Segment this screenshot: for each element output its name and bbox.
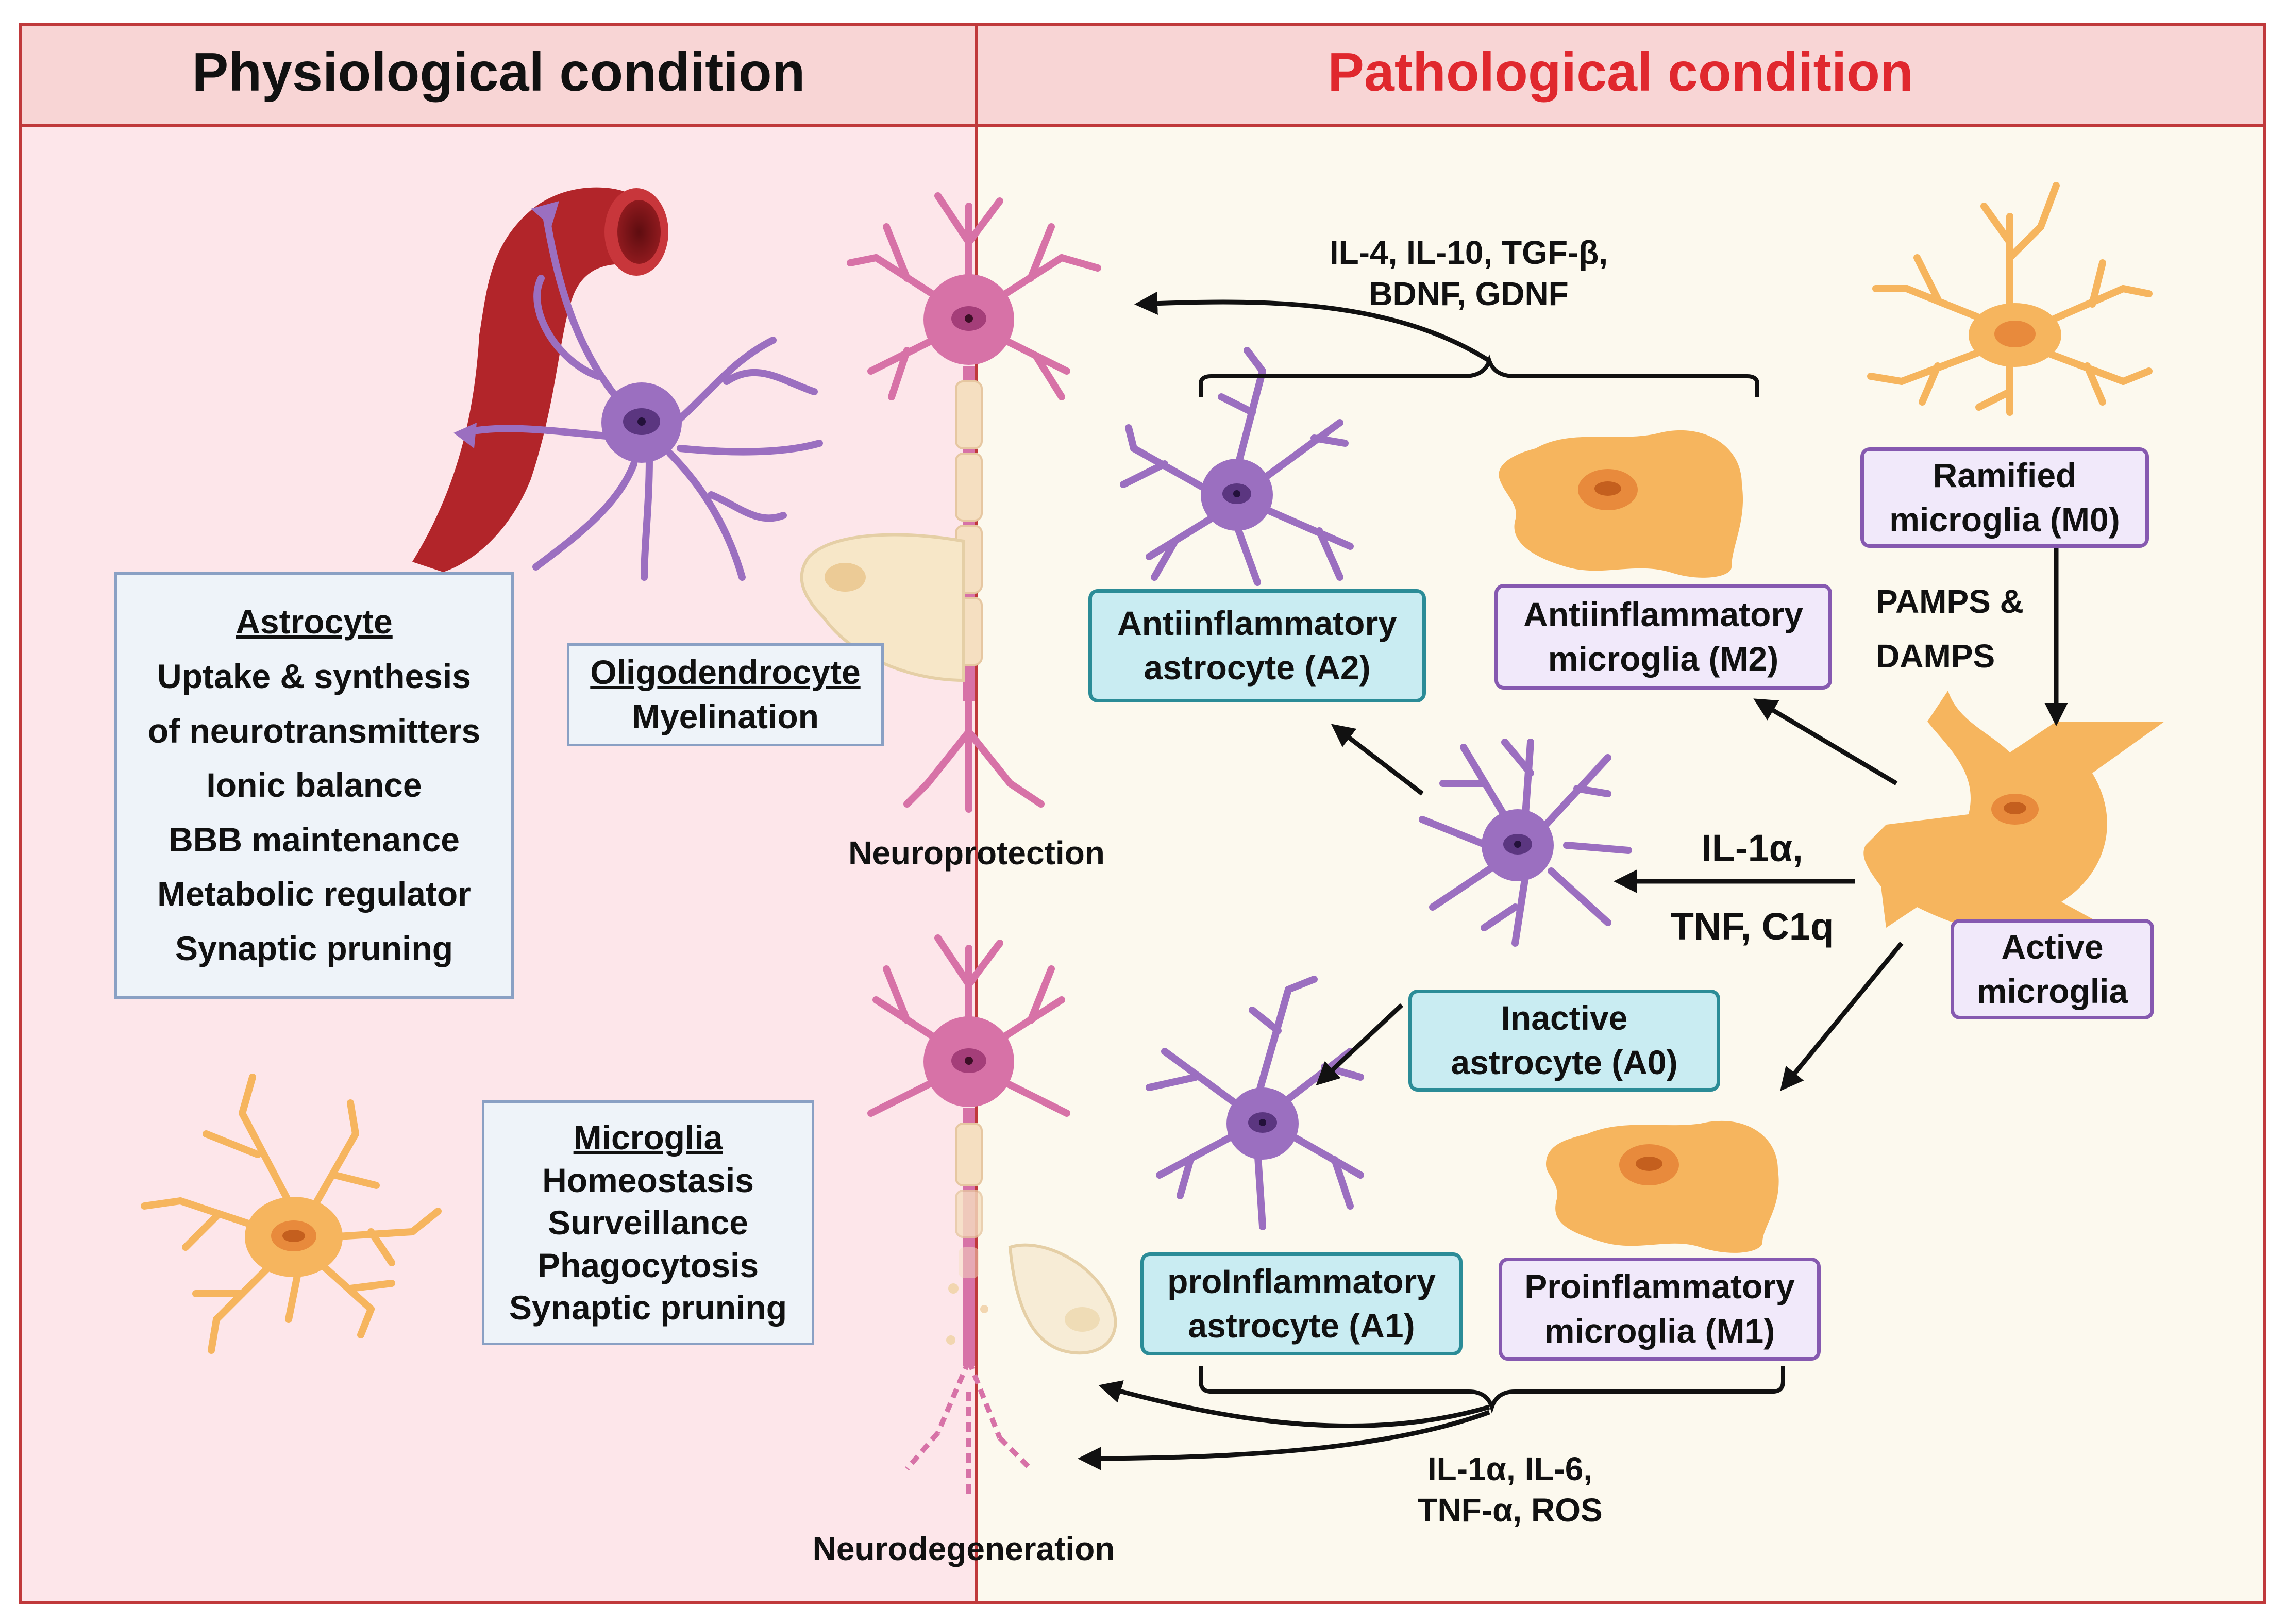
microglia-function-item: Synaptic pruning [509, 1288, 787, 1327]
m1-microglia-box: Proinflammatory microglia (M1) [1499, 1258, 1821, 1361]
pathological-header [975, 23, 2266, 127]
microglia-icon-ramified [1867, 182, 2153, 416]
microglia-icon-m1 [1546, 1120, 1779, 1253]
toxic-factors-line-2: TNF-α, ROS [1417, 1492, 1603, 1529]
a2-line-1: Antiinflammatory [1117, 604, 1397, 643]
active-microglia-box: Active microglia [1951, 919, 2154, 1019]
neuroprotection-label: Neuroprotection [848, 834, 1105, 872]
m1-line-1: Proinflammatory [1524, 1267, 1795, 1306]
a2-line-2: astrocyte (A2) [1144, 648, 1371, 687]
pathological-title: Pathological condition [1328, 41, 1913, 103]
a0-line-2: astrocyte (A0) [1451, 1043, 1678, 1081]
m1-line-2: microglia (M1) [1544, 1312, 1775, 1350]
oligodendrocyte-degenerating-icon [1008, 1243, 1117, 1355]
a2-astrocyte-box: Antiinflammatory astrocyte (A2) [1088, 589, 1426, 702]
protective-factors-line-1: IL-4, IL-10, TGF-β, [1329, 234, 1608, 271]
astrocyte-function-box: Astrocyte Uptake & synthesis of neurotra… [114, 572, 514, 999]
pamps-line-2: DAMPS [1876, 637, 1995, 675]
toxic-factors-label: IL-1α, IL-6, TNF-α, ROS [1360, 1448, 1659, 1531]
microglia-box-title: Microglia [573, 1118, 723, 1157]
protective-factors-line-2: BDNF, GDNF [1369, 275, 1569, 312]
microglia-icon-physiological [141, 1074, 442, 1354]
astrocyte-function-item: Uptake & synthesis [157, 657, 471, 696]
arrow-toxic-to-oligo [1098, 1380, 1490, 1429]
activation-signals-line-1: IL-1α, [1701, 827, 1803, 869]
a0-astrocyte-box: Inactive astrocyte (A0) [1408, 990, 1720, 1092]
m2-line-2: microglia (M2) [1548, 639, 1779, 678]
astrocyte-function-item: of neurotransmitters [147, 711, 481, 750]
arrow-a0-to-a2 [1331, 724, 1424, 796]
astrocyte-function-item: Ionic balance [206, 766, 422, 805]
microglia-function-box: Microglia Homeostasis Surveillance Phago… [482, 1100, 814, 1345]
microglia-function-item: Phagocytosis [537, 1246, 759, 1284]
brace-bottom [1199, 1366, 1785, 1414]
protective-factors-label: IL-4, IL-10, TGF-β, BDNF, GDNF [1273, 232, 1665, 314]
a0-line-1: Inactive [1501, 999, 1628, 1037]
pamps-line-1: PAMPS & [1876, 583, 2024, 620]
active-line-2: microglia [1976, 972, 2128, 1010]
blood-vessel-icon [412, 187, 668, 572]
m0-line-2: microglia (M0) [1889, 500, 2120, 539]
a1-line-1: proInflammatory [1167, 1262, 1436, 1301]
astrocyte-function-item: Metabolic regulator [157, 875, 471, 913]
oligodendrocyte-box-title: Oligodendrocyte [590, 653, 861, 692]
microglia-function-item: Surveillance [548, 1203, 748, 1242]
activation-signals-label: IL-1α, TNF, C1q [1639, 809, 1866, 965]
oligodendrocyte-function-box: Oligodendrocyte Myelination [567, 643, 884, 746]
astrocyte-icon-a0 [1419, 739, 1632, 947]
oligodendrocyte-icon [800, 533, 965, 682]
oligodendrocyte-function: Myelination [631, 697, 819, 735]
arrow-active-to-m1 [1780, 942, 1904, 1091]
physiological-title: Physiological condition [192, 41, 805, 103]
m0-line-1: Ramified [1933, 456, 2077, 494]
arrow-toxic-to-axon [1078, 1410, 1490, 1470]
astrocyte-box-title: Astrocyte [236, 602, 393, 641]
arrow-protective-to-neuron [1134, 292, 1491, 363]
activation-signals-line-2: TNF, C1q [1670, 905, 1834, 948]
astrocyte-function-item: BBB maintenance [169, 820, 460, 859]
pamps-damps-label: PAMPS & DAMPS [1876, 575, 2030, 683]
active-line-1: Active [2001, 927, 2104, 966]
m2-microglia-box: Antiinflammatory microglia (M2) [1494, 584, 1832, 690]
arrow-active-to-m2 [1753, 698, 1898, 785]
arrow-a0-to-a1 [1316, 1003, 1404, 1086]
microglia-icon-active [1863, 691, 2164, 934]
microglia-function-item: Homeostasis [542, 1161, 754, 1199]
microglia-icon-m2 [1499, 430, 1743, 578]
a1-line-2: astrocyte (A1) [1188, 1307, 1415, 1345]
m2-line-1: Antiinflammatory [1523, 595, 1803, 633]
neurodegeneration-label: Neurodegeneration [812, 1530, 1115, 1567]
degenerating-axon [905, 1108, 1033, 1495]
toxic-factors-line-1: IL-1α, IL-6, [1427, 1450, 1593, 1487]
m0-microglia-box: Ramified microglia (M0) [1860, 447, 2149, 548]
a1-astrocyte-box: proInflammatory astrocyte (A1) [1140, 1252, 1463, 1355]
astrocyte-function-item: Synaptic pruning [175, 929, 453, 967]
physiological-header [19, 23, 978, 127]
